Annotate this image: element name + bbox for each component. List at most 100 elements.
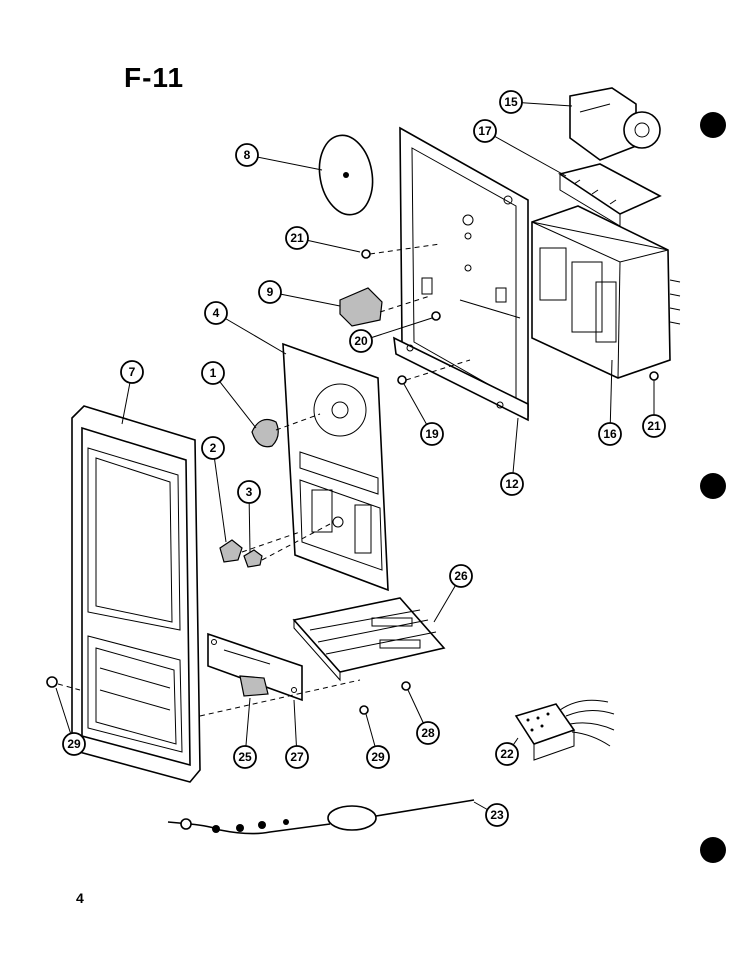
callout-label: 1 [210, 366, 217, 380]
callout-label: 3 [246, 485, 253, 499]
callout-circle [235, 143, 259, 167]
part-mounting-plate [393, 126, 529, 422]
callout-label: 15 [504, 95, 518, 109]
callout-circle [366, 745, 390, 769]
callout-label: 21 [647, 419, 661, 433]
callout-29: 29 [366, 745, 390, 769]
leader-line-16 [609, 359, 613, 435]
callout-circle [416, 721, 440, 745]
callout-label: 29 [67, 737, 81, 751]
callout-label: 16 [603, 427, 617, 441]
callout-label: 17 [478, 124, 492, 138]
callout-29: 29 [62, 732, 86, 756]
callout-26: 26 [449, 564, 473, 588]
callout-circle [258, 280, 282, 304]
callout-label: 29 [371, 750, 385, 764]
part-screw-21-upper [361, 249, 371, 259]
callout-16: 16 [598, 422, 622, 446]
callout-circle [204, 301, 228, 325]
callout-21: 21 [285, 226, 309, 250]
callout-17: 17 [473, 119, 497, 143]
callout-circle [495, 742, 519, 766]
part-wire-harness [167, 799, 475, 835]
callout-circle [598, 422, 622, 446]
callout-21: 21 [642, 414, 666, 438]
part-knob-3 [243, 549, 263, 568]
binder-hole-middle [700, 473, 726, 499]
callout-4: 4 [204, 301, 228, 325]
leader-line-17 [484, 130, 567, 177]
binder-hole-top [700, 112, 726, 138]
callout-circle [237, 480, 261, 504]
callout-circle [449, 564, 473, 588]
part-terminal-strip [558, 163, 662, 227]
leader-line-8 [246, 154, 323, 171]
part-timer-motor [569, 87, 661, 161]
callout-label: 19 [425, 427, 439, 441]
part-door-frame [71, 405, 201, 783]
callout-19: 19 [420, 422, 444, 446]
callout-22: 22 [495, 742, 519, 766]
callout-label: 26 [454, 569, 468, 583]
page-number: 4 [76, 890, 84, 906]
callout-circle [120, 360, 144, 384]
callout-label: 7 [129, 365, 136, 379]
leader-line-20 [360, 317, 433, 342]
callout-label: 23 [490, 808, 504, 822]
part-screw-29-right [359, 705, 369, 715]
callout-3: 3 [237, 480, 261, 504]
callout-circle [642, 414, 666, 438]
part-knob-2 [219, 539, 243, 563]
part-bracket-block [339, 287, 383, 327]
callout-circle [285, 226, 309, 250]
diagram-title: F-11 [124, 62, 185, 93]
callout-12: 12 [500, 472, 524, 496]
part-screw-19 [397, 375, 407, 385]
callout-circle [201, 361, 225, 385]
callout-25: 25 [233, 745, 257, 769]
callout-circle [62, 732, 86, 756]
part-screw-28 [401, 681, 411, 691]
callout-circle [500, 472, 524, 496]
callout-28: 28 [416, 721, 440, 745]
part-relay-assembly [531, 205, 681, 379]
callout-label: 27 [290, 750, 304, 764]
callout-label: 9 [267, 285, 274, 299]
callout-circle [285, 745, 309, 769]
part-connector [514, 699, 615, 761]
part-button [239, 675, 269, 697]
callout-circle [420, 422, 444, 446]
callout-23: 23 [485, 803, 509, 827]
callout-label: 21 [290, 231, 304, 245]
part-screw-21-lower [649, 371, 659, 381]
binder-hole-bottom [700, 837, 726, 863]
callout-label: 28 [421, 726, 435, 740]
part-lever-tray [292, 597, 446, 682]
callout-2: 2 [201, 436, 225, 460]
callout-label: 20 [354, 334, 368, 348]
callout-8: 8 [235, 143, 259, 167]
part-screw-29-left [46, 676, 58, 688]
callout-label: 12 [505, 477, 519, 491]
part-knob-1 [251, 419, 279, 448]
callout-27: 27 [285, 745, 309, 769]
leader-line-4 [215, 312, 287, 355]
callout-1: 1 [201, 361, 225, 385]
part-switch-plate [207, 632, 303, 702]
callout-label: 4 [213, 306, 220, 320]
callout-circle [233, 745, 257, 769]
part-screw-20 [431, 311, 441, 321]
callout-circle [485, 803, 509, 827]
callout-circle [349, 329, 373, 353]
callout-label: 8 [244, 148, 251, 162]
callout-20: 20 [349, 329, 373, 353]
part-control-panel [282, 342, 389, 592]
callout-label: 22 [500, 747, 514, 761]
callout-9: 9 [258, 280, 282, 304]
callout-circle [473, 119, 497, 143]
callout-15: 15 [499, 90, 523, 114]
callout-label: 25 [238, 750, 252, 764]
part-disc [318, 134, 374, 216]
